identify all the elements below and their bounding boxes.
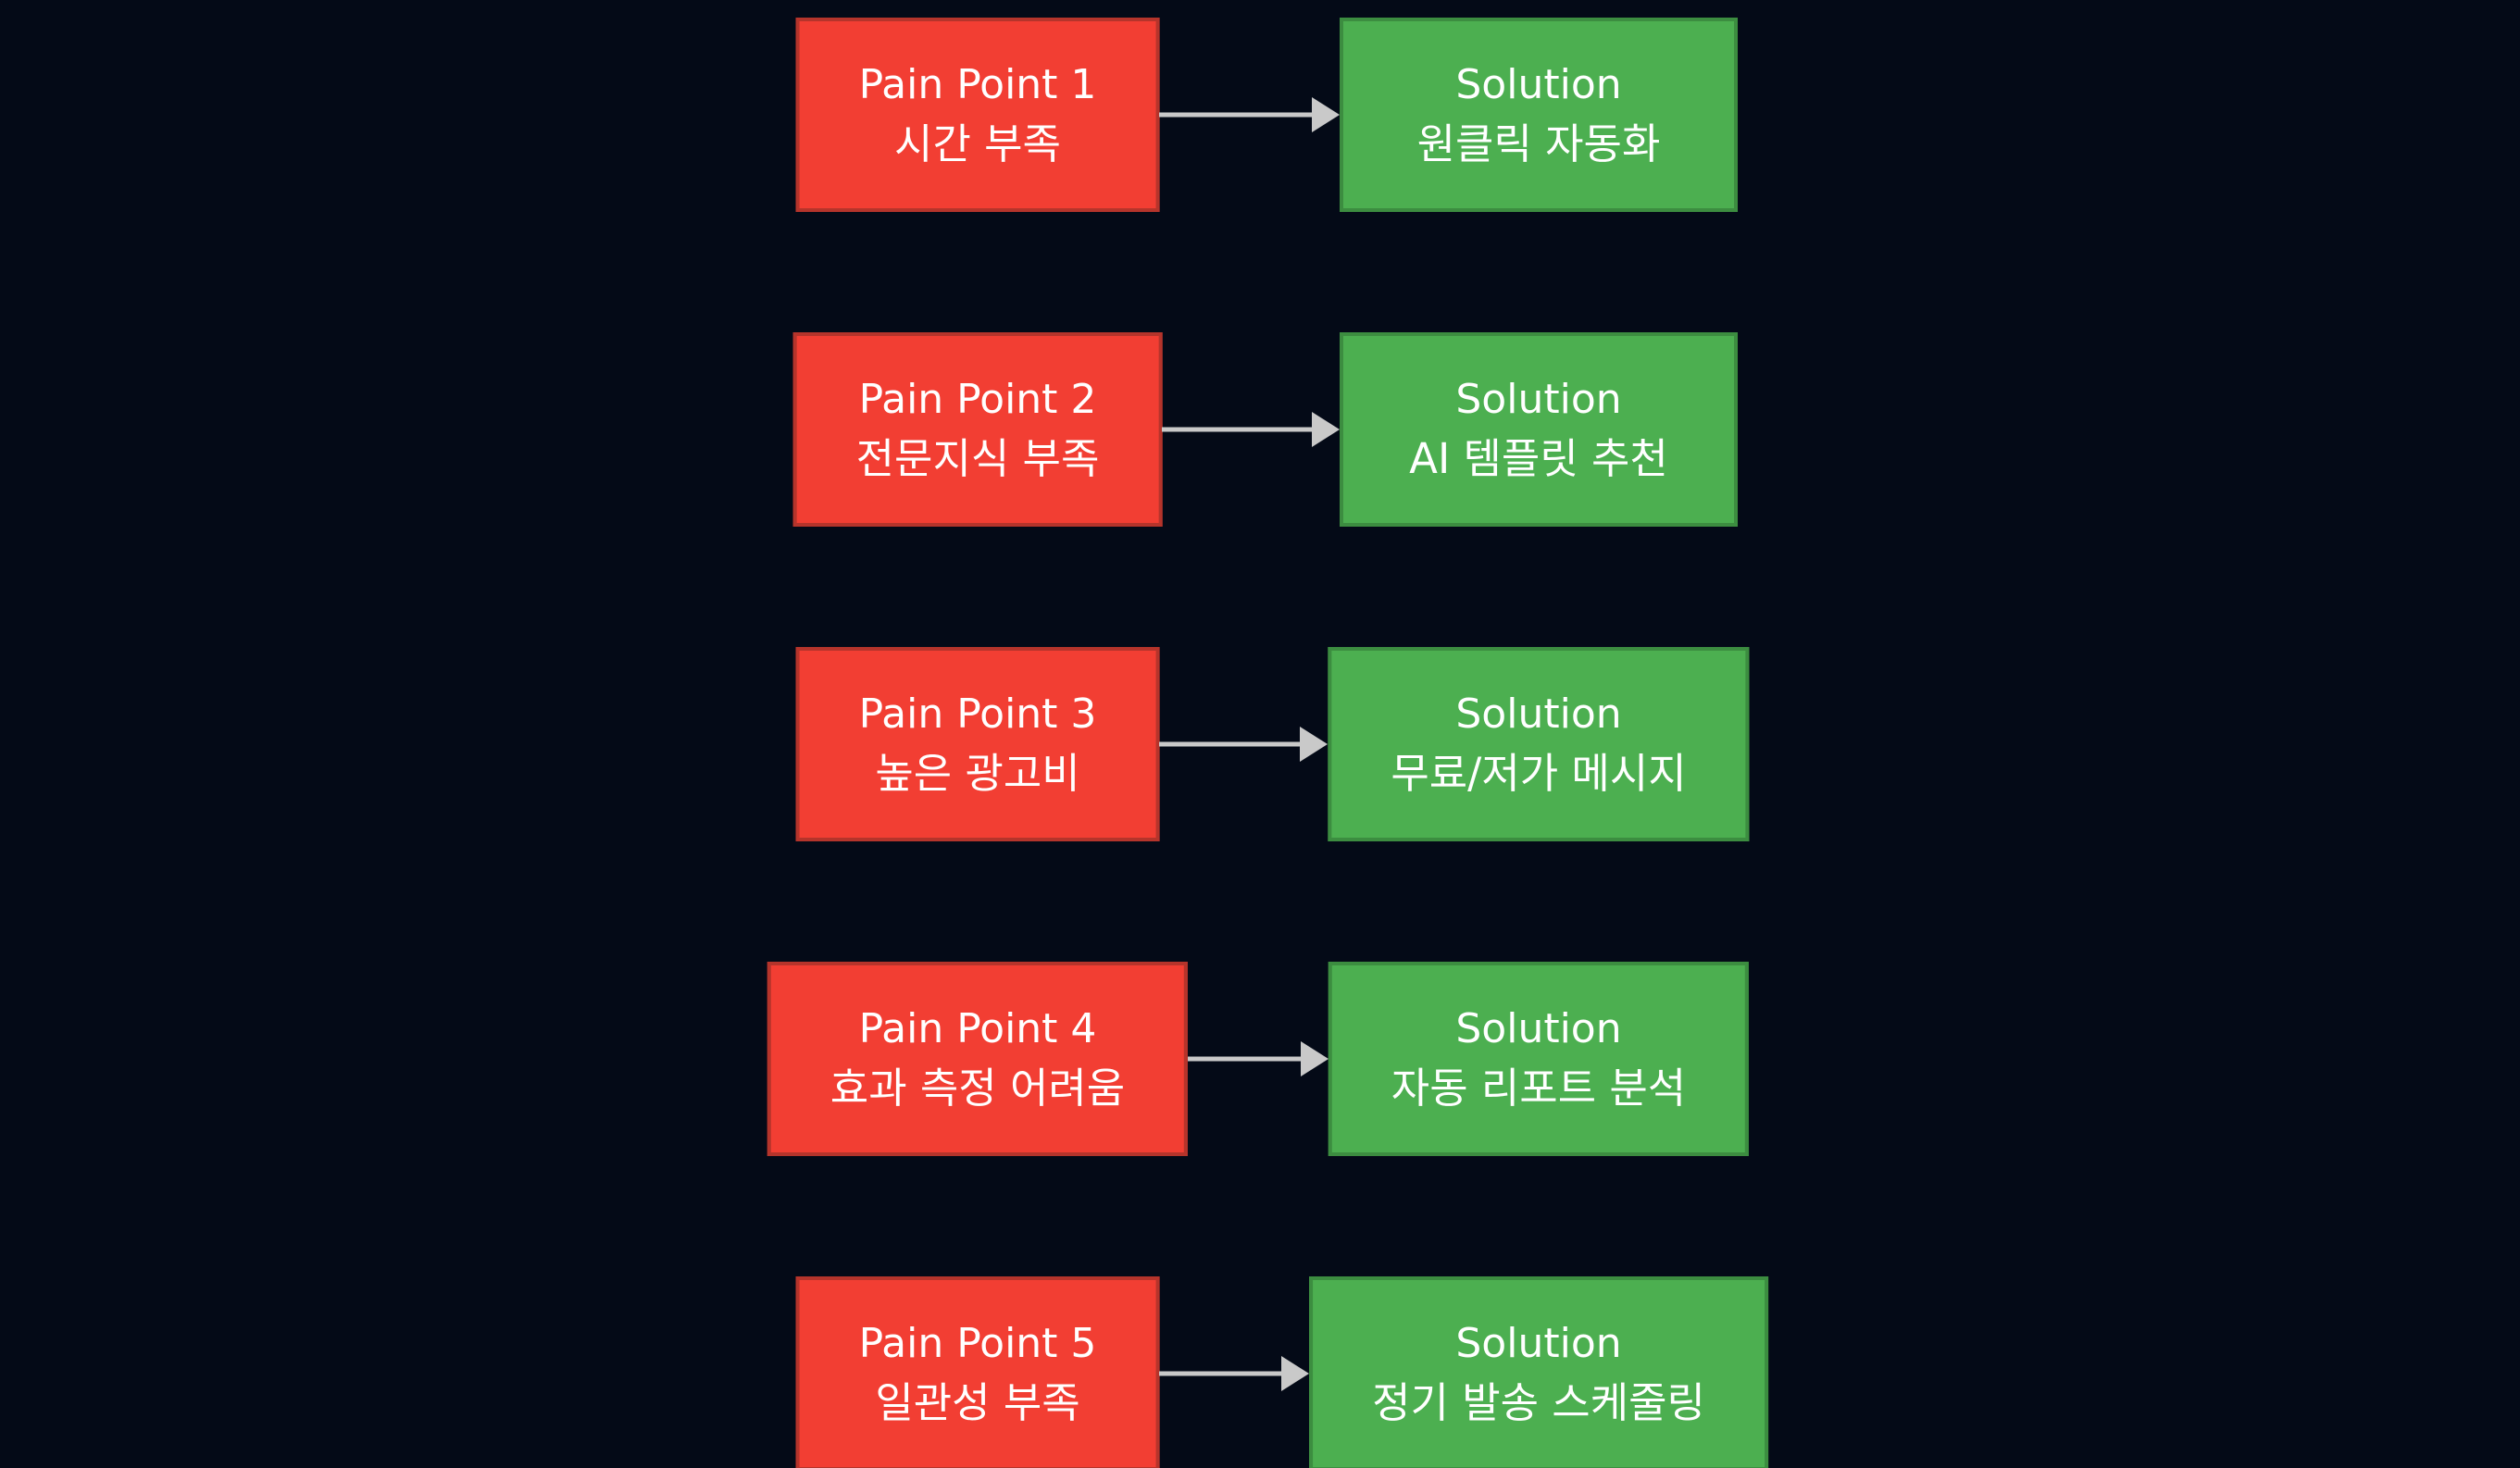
solution-3-subtitle: 무료/저가 메시지	[1391, 749, 1687, 798]
arrow-connector-4	[1188, 1041, 1329, 1076]
solution-4-box: Solution 자동 리포트 분석	[1328, 962, 1750, 1156]
pain-point-3-title: Pain Point 3	[858, 690, 1097, 738]
solution-4-subtitle: 자동 리포트 분석	[1391, 1064, 1687, 1113]
solution-4-title: Solution	[1455, 1005, 1622, 1052]
solution-2-subtitle: AI 템플릿 추천	[1409, 434, 1668, 483]
pain-point-1-subtitle: 시간 부족	[894, 119, 1061, 168]
pain-solution-row-5: Pain Point 5 일관성 부족 Solution 정기 발송 스케줄링	[0, 1276, 2520, 1468]
solution-3-title: Solution	[1455, 690, 1622, 738]
pain-point-4-box: Pain Point 4 효과 측정 어려움	[767, 962, 1189, 1156]
arrow-connector-2	[1162, 412, 1340, 447]
pain-point-3-subtitle: 높은 광고비	[875, 749, 1080, 798]
pain-point-1-title: Pain Point 1	[858, 61, 1097, 108]
arrow-shaft	[1188, 1056, 1304, 1062]
arrow-connector-3	[1159, 727, 1329, 762]
arrow-head-icon	[1311, 97, 1340, 132]
pain-point-2-subtitle: 전문지식 부족	[855, 434, 1100, 483]
solution-5-subtitle: 정기 발송 스케줄링	[1372, 1378, 1705, 1427]
solution-5-box: Solution 정기 발송 스케줄링	[1309, 1276, 1768, 1468]
pain-point-1-box: Pain Point 1 시간 부족	[795, 18, 1160, 212]
arrow-head-icon	[1300, 727, 1329, 762]
arrow-shaft	[1159, 1371, 1286, 1376]
pain-point-2-title: Pain Point 2	[858, 376, 1097, 423]
arrow-connector-1	[1159, 97, 1340, 132]
pain-point-5-title: Pain Point 5	[858, 1320, 1097, 1367]
arrow-connector-5	[1159, 1356, 1310, 1391]
arrow-head-icon	[1281, 1356, 1310, 1391]
pain-point-5-subtitle: 일관성 부족	[875, 1378, 1080, 1427]
pain-point-4-subtitle: 효과 측정 어려움	[830, 1064, 1126, 1113]
arrow-head-icon	[1300, 1041, 1329, 1076]
pain-point-2-box: Pain Point 2 전문지식 부족	[792, 332, 1163, 527]
arrow-shaft	[1159, 112, 1316, 118]
arrow-shaft	[1159, 741, 1304, 747]
pain-solution-row-3: Pain Point 3 높은 광고비 Solution 무료/저가 메시지	[0, 647, 2520, 841]
pain-solution-row-1: Pain Point 1 시간 부족 Solution 원클릭 자동화	[0, 18, 2520, 212]
solution-5-title: Solution	[1455, 1320, 1622, 1367]
pain-solution-row-4: Pain Point 4 효과 측정 어려움 Solution 자동 리포트 분…	[0, 962, 2520, 1156]
pain-point-3-box: Pain Point 3 높은 광고비	[795, 647, 1160, 841]
pain-point-5-box: Pain Point 5 일관성 부족	[795, 1276, 1160, 1468]
pain-solution-row-2: Pain Point 2 전문지식 부족 Solution AI 템플릿 추천	[0, 332, 2520, 527]
solution-2-box: Solution AI 템플릿 추천	[1340, 332, 1738, 527]
solution-1-subtitle: 원클릭 자동화	[1416, 119, 1661, 168]
solution-1-box: Solution 원클릭 자동화	[1340, 18, 1738, 212]
solution-3-box: Solution 무료/저가 메시지	[1328, 647, 1750, 841]
solution-1-title: Solution	[1455, 61, 1622, 108]
arrow-head-icon	[1312, 412, 1340, 447]
pain-point-4-title: Pain Point 4	[858, 1005, 1097, 1052]
arrow-shaft	[1162, 427, 1316, 432]
solution-2-title: Solution	[1455, 376, 1622, 423]
